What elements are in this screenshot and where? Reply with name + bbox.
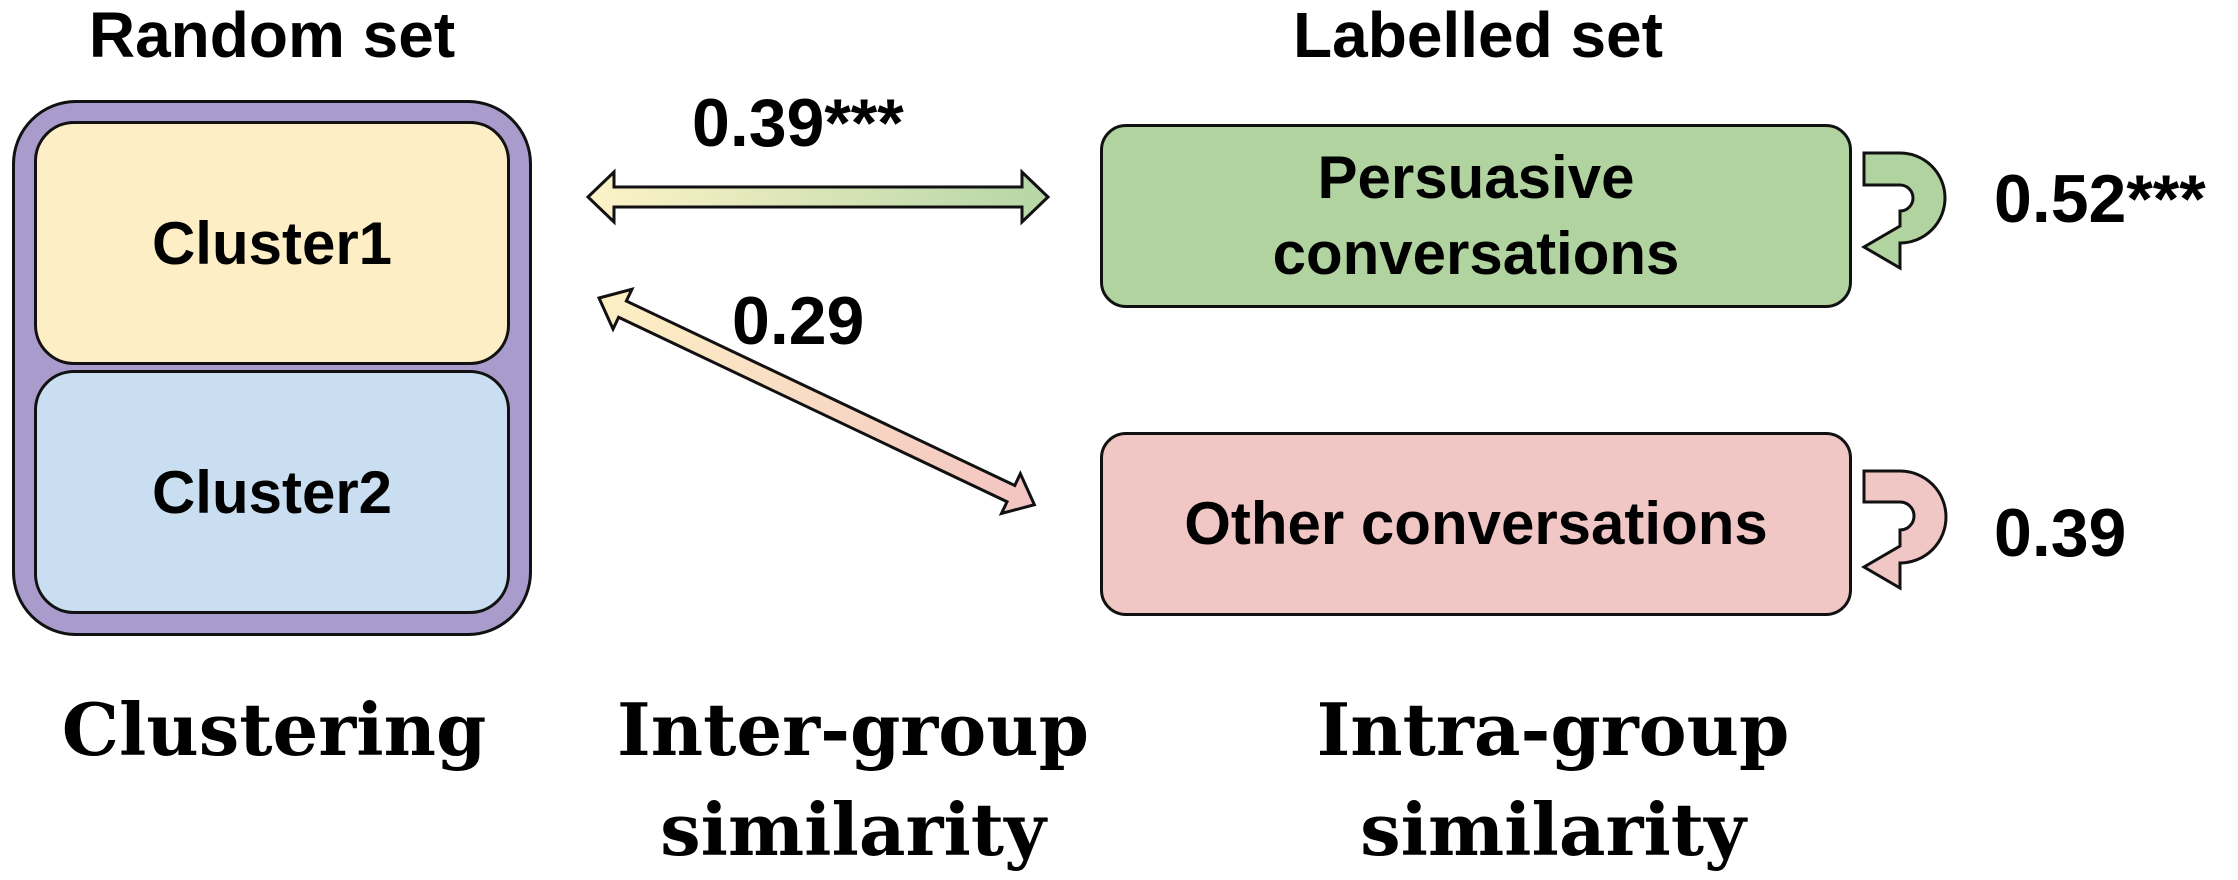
inter-group-caption: Inter-group similarity bbox=[617, 687, 1089, 872]
other-conversations-box: Other conversations bbox=[1100, 432, 1852, 616]
intra-loop-persuasive bbox=[1861, 151, 1947, 271]
inter-arrow-other bbox=[596, 287, 1037, 516]
persuasive-conversations-box: Persuasive conversations bbox=[1100, 124, 1852, 308]
labelled-set-title: Labelled set bbox=[1293, 0, 1663, 71]
cluster2-box: Cluster2 bbox=[34, 370, 510, 614]
clustering-caption: Clustering bbox=[61, 687, 487, 772]
cluster1-box: Cluster1 bbox=[34, 121, 510, 365]
inter-other-value: 0.29 bbox=[732, 283, 865, 359]
intra-group-caption: Intra-group similarity bbox=[1316, 687, 1790, 872]
intra-loop-other bbox=[1861, 469, 1948, 591]
intra-persuasive-value: 0.52*** bbox=[1994, 161, 2206, 237]
inter-arrow-persuasive bbox=[585, 168, 1051, 226]
inter-persuasive-value: 0.39*** bbox=[692, 85, 904, 161]
intra-other-value: 0.39 bbox=[1994, 495, 2127, 571]
random-set-title: Random set bbox=[88, 0, 456, 71]
